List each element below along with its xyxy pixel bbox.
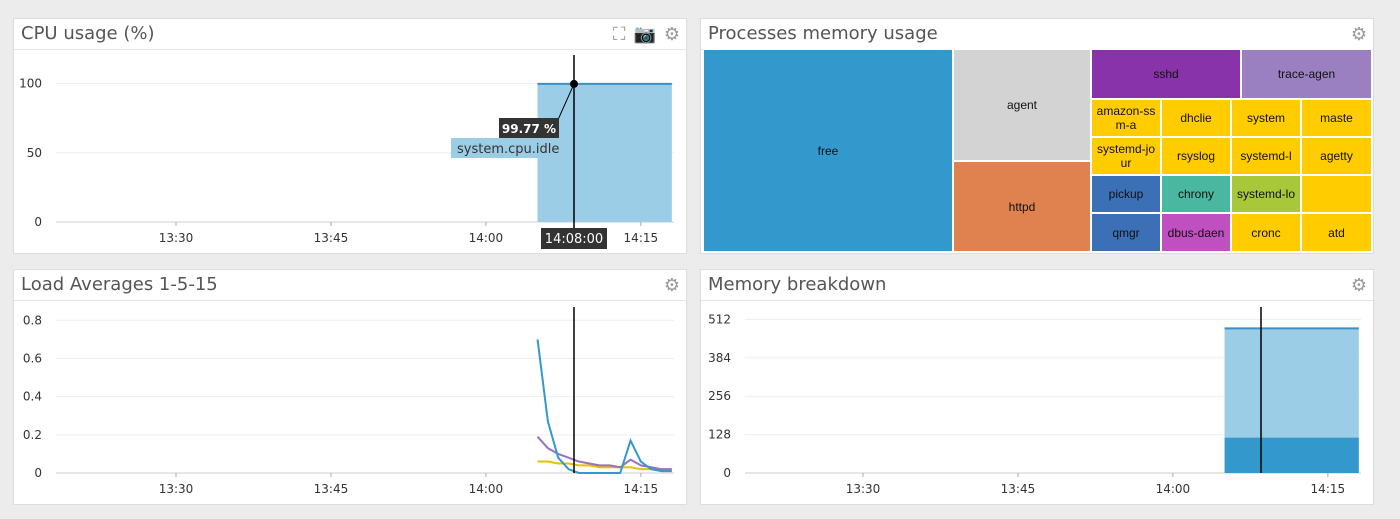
load-series-line — [536, 339, 672, 474]
treemap-cell-label: trace-agen — [1277, 67, 1336, 81]
y-tick-label: 128 — [708, 428, 731, 442]
panel-title: Memory breakdown — [708, 274, 887, 295]
panel-title: Processes memory usage — [708, 23, 938, 44]
y-tick-label: 0.4 — [23, 390, 42, 404]
treemap-cell[interactable]: free — [703, 49, 953, 252]
treemap-cell[interactable]: trace-agen — [1241, 49, 1372, 99]
area-series — [537, 83, 672, 222]
camera-icon[interactable]: 📷 — [633, 24, 656, 45]
treemap-cell[interactable] — [1301, 175, 1372, 213]
treemap-cell[interactable]: systemd-jour — [1091, 137, 1161, 175]
treemap-cell-label: maste — [1320, 111, 1353, 125]
tooltip-value: 99.77 % — [502, 122, 556, 136]
treemap-cell[interactable]: agetty — [1301, 137, 1372, 175]
x-tick-label: 14:00 — [1156, 482, 1191, 496]
y-tick-label: 50 — [27, 146, 42, 160]
treemap-cell[interactable]: dhclie — [1161, 99, 1231, 137]
load-series-line — [537, 460, 673, 473]
treemap-cell-label: systemd-jour — [1096, 142, 1155, 170]
y-tick-label: 0.8 — [23, 313, 42, 327]
cursor-time-box — [541, 228, 607, 249]
treemap-cell-label: dhclie — [1180, 111, 1212, 125]
y-tick-label: 384 — [708, 351, 731, 365]
treemap-cell-label: agetty — [1320, 149, 1353, 163]
treemap-cell[interactable]: chrony — [1161, 175, 1231, 213]
cpu-usage-panel: CPU usage (%) ⛶ 📷 ⚙ 0 50 100 13:30 13:45 14:00 1… — [13, 18, 687, 254]
x-tick-label: 13:30 — [159, 482, 194, 496]
y-tick-label: 512 — [708, 312, 731, 326]
cpu-chart[interactable]: 0 50 100 13:30 13:45 14:00 14:15 99.77 % system.… — [14, 19, 686, 253]
treemap-cell-label: rsyslog — [1176, 149, 1215, 163]
treemap-cell[interactable]: rsyslog — [1161, 137, 1231, 175]
tooltip-series: system.cpu.idle — [457, 142, 559, 157]
expand-icon[interactable]: ⛶ — [612, 24, 626, 45]
treemap-cell[interactable]: system — [1231, 99, 1301, 137]
x-tick-label: 13:45 — [1001, 482, 1036, 496]
treemap-cell-label: free — [817, 143, 839, 158]
x-tick-label: 13:30 — [846, 482, 881, 496]
treemap-cell-label: chrony — [1177, 187, 1215, 201]
treemap-cell[interactable]: agent — [953, 49, 1091, 161]
panel-title: Load Averages 1-5-15 — [21, 274, 218, 295]
panel-title: CPU usage (%) — [21, 23, 155, 44]
y-tick-label: 0 — [34, 466, 42, 480]
treemap-cell-label: dbus-daen — [1167, 225, 1225, 240]
treemap-cell-label: qmgr — [1112, 225, 1140, 240]
treemap-cell-label: amazon-ssm-a — [1096, 104, 1156, 132]
y-tick-label: 0 — [34, 215, 42, 229]
processes-memory-panel: Processes memory usage ⚙ free agent httpd s… — [700, 18, 1374, 254]
memory-area-upper — [1224, 328, 1359, 438]
treemap-cell-label: atd — [1328, 225, 1345, 240]
treemap-cell[interactable]: sshd — [1091, 49, 1241, 99]
gear-icon[interactable]: ⚙ — [663, 24, 680, 45]
tooltip-value-box — [499, 118, 559, 138]
x-tick-label: 13:45 — [314, 482, 349, 496]
treemap-cell[interactable]: maste — [1301, 99, 1372, 137]
treemap-cell-label: httpd — [1008, 199, 1036, 214]
gear-icon[interactable]: ⚙ — [663, 275, 680, 296]
treemap-cell[interactable]: atd — [1301, 213, 1372, 252]
treemap-cell[interactable]: cronc — [1231, 213, 1301, 252]
x-tick-label: 14:15 — [624, 482, 659, 496]
load-chart[interactable]: 0 0.2 0.4 0.6 0.8 13:30 13:45 14:00 14:15 — [14, 270, 686, 504]
treemap-cell[interactable]: httpd — [953, 161, 1091, 252]
treemap-cell[interactable]: dbus-daen — [1161, 213, 1231, 252]
x-tick-label: 13:30 — [159, 231, 194, 245]
y-tick-label: 0.2 — [23, 428, 42, 442]
treemap-cell-label: sshd — [1153, 67, 1179, 81]
treemap-cell-label: systemd-l — [1240, 149, 1292, 163]
y-tick-label: 256 — [708, 389, 731, 403]
x-tick-label: 14:00 — [469, 231, 504, 245]
treemap-cell-label: cronc — [1251, 225, 1281, 240]
x-tick-label: 13:45 — [314, 231, 349, 245]
treemap-cell[interactable]: qmgr — [1091, 213, 1161, 252]
memory-chart[interactable]: 0 128 256 384 512 13:30 13:45 14:00 14:15 — [701, 270, 1373, 504]
x-tick-label: 14:15 — [1311, 482, 1346, 496]
memory-area-lower — [1224, 437, 1359, 473]
x-tick-label: 14:15 — [624, 231, 659, 245]
treemap-cell[interactable]: pickup — [1091, 175, 1161, 213]
cursor-time: 14:08:00 — [545, 232, 603, 247]
gear-icon[interactable]: ⚙ — [1350, 24, 1367, 45]
y-tick-label: 0 — [723, 466, 731, 480]
memory-breakdown-panel: Memory breakdown ⚙ 0 128 256 384 512 13:30 13:… — [700, 269, 1374, 505]
treemap-cell[interactable]: systemd-l — [1231, 137, 1301, 175]
treemap-cell-label: agent — [1006, 98, 1038, 112]
y-tick-label: 0.6 — [23, 351, 42, 365]
treemap-cell-label: systemd-lo — [1236, 187, 1295, 201]
y-tick-label: 100 — [19, 77, 42, 91]
treemap-cell[interactable]: amazon-ssm-a — [1091, 99, 1161, 137]
x-tick-label: 14:00 — [469, 482, 504, 496]
treemap-cell-label: system — [1246, 111, 1285, 125]
tooltip-series-box — [451, 138, 555, 158]
load-averages-panel: Load Averages 1-5-15 ⚙ 0 0.2 0.4 0.6 0.8 13:3… — [13, 269, 687, 505]
gear-icon[interactable]: ⚙ — [1350, 275, 1367, 296]
treemap-cell[interactable]: systemd-lo — [1231, 175, 1301, 213]
treemap-cell-label: pickup — [1108, 187, 1144, 201]
tooltip-leader — [556, 83, 575, 123]
